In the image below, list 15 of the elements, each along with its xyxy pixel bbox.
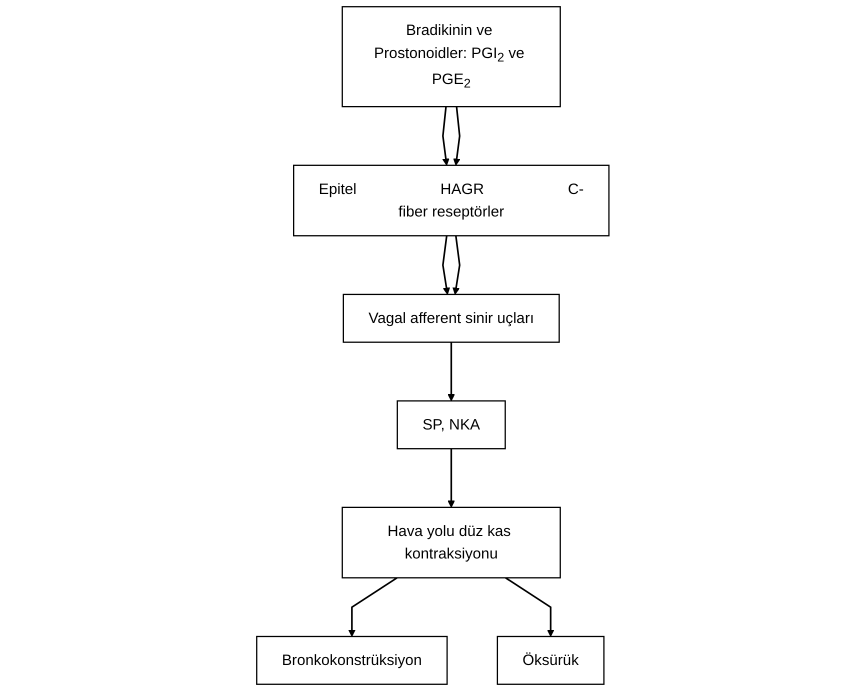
arrow: [504, 577, 554, 637]
arrow: [452, 106, 460, 166]
node-box: Epitel HAGR C-fiber reseptörler: [292, 164, 610, 236]
node-box: Vagal afferent sinir uçları: [342, 294, 560, 343]
arrow: [452, 236, 460, 295]
arrow: [442, 236, 450, 295]
arrow: [442, 106, 450, 166]
arrow: [348, 577, 398, 637]
node-box: Bradikinin ve Prostonoidler: PGI$_{2}$ ve PGE$_{2}$: [341, 6, 561, 108]
node-box: SP, NKA: [396, 400, 506, 450]
node-box: Öksürük: [496, 636, 604, 685]
arrow: [447, 342, 455, 402]
node-box: Hava yolu düz kas kontraksiyonu: [341, 506, 561, 578]
node-box: Bronkokonstrüksiyon: [256, 636, 448, 685]
arrow: [447, 448, 455, 508]
